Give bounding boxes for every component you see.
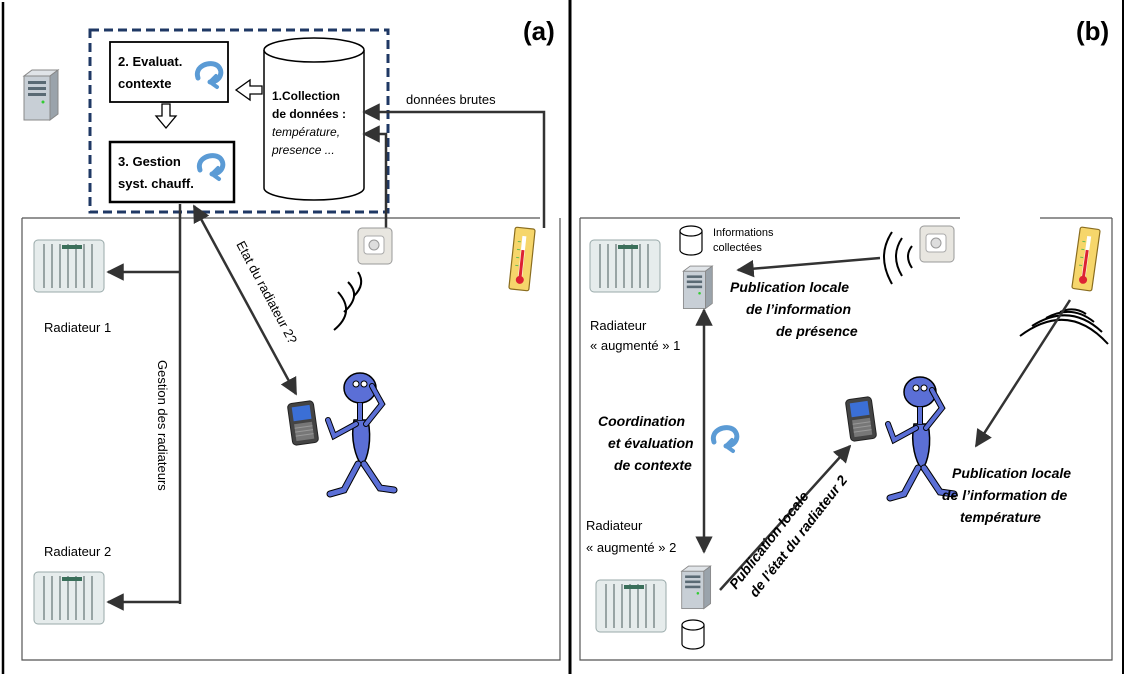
presence-publication-arrow — [736, 256, 881, 278]
embedded-server-icon — [682, 265, 713, 309]
sensor-wireless-waves-icon — [883, 231, 913, 285]
radiator-2-label: Radiateur 2 — [44, 544, 111, 559]
radiator-1-icon — [33, 239, 105, 293]
db-line4: presence ... — [271, 143, 335, 157]
database-icon — [679, 225, 703, 256]
state-query-label: Etat du radiateur 2? — [233, 238, 300, 346]
person-icon — [328, 373, 394, 494]
open-arrow-eval-to-mgmt — [154, 103, 178, 130]
heating-mgmt-line1: 3. Gestion — [118, 154, 181, 169]
smartphone-icon — [286, 399, 320, 447]
person-icon — [888, 377, 954, 498]
temp-pub-line3: température — [960, 509, 1041, 525]
coordination-line2: et évaluation — [608, 435, 694, 451]
heating-mgmt-line2: syst. chauff. — [118, 176, 194, 191]
collected-info-line2: collectées — [713, 242, 762, 254]
data-collection-database: 1.Collection de données : température, p… — [263, 37, 365, 201]
aug-radiator-1-line2: « augmenté » 1 — [590, 338, 680, 353]
database-icon — [681, 619, 705, 650]
thermometer-icon — [506, 225, 538, 293]
system-dashed-box — [88, 28, 390, 214]
radiator-1-icon — [589, 239, 661, 293]
temp-pub-line1: Publication locale — [952, 465, 1071, 481]
coordination-line3: de contexte — [614, 457, 692, 473]
radiator-2-icon — [33, 571, 105, 625]
aug-radiator-1-line1: Radiateur — [590, 318, 647, 333]
presence-pub-line3: de présence — [776, 323, 858, 339]
presence-pub-line2: de l’information — [746, 301, 851, 317]
db-line2: de données : — [272, 107, 346, 121]
temperature-publication-arrow — [974, 299, 1072, 448]
db-line3: température, — [272, 125, 340, 139]
sensor-wireless-waves-icon — [333, 271, 363, 331]
panel-b: (b) Informations collectées Radiateur « … — [579, 16, 1113, 661]
context-eval-line1: 2. Evaluat. — [118, 54, 182, 69]
presence-sensor-icon — [357, 227, 393, 265]
server-icon — [23, 69, 59, 121]
coordination-line1: Coordination — [598, 413, 685, 429]
context-eval-line2: contexte — [118, 76, 171, 91]
thermo-wireless-waves-icon — [1019, 308, 1109, 345]
panel-a-label: (a) — [523, 16, 555, 46]
panel-b-label: (b) — [1076, 16, 1109, 46]
context-evaluation-box — [109, 41, 229, 103]
state-query-arrow — [192, 204, 298, 396]
aug-radiator-2-line2: « augmenté » 2 — [586, 540, 676, 555]
curl-arrow-icon — [713, 428, 736, 451]
panel-a: (a) 2. Evaluat. contexte 3. Gestion syst… — [21, 16, 561, 661]
raw-data-arrow-thermo — [362, 103, 546, 228]
radiator-2-icon — [595, 579, 667, 633]
state-publication-arrow — [719, 444, 852, 591]
room-b-walls — [579, 218, 1113, 661]
aug-radiator-2-line1: Radiateur — [586, 518, 643, 533]
room-a-walls — [21, 218, 561, 661]
raw-data-arrow-sensor — [362, 125, 388, 228]
thermometer-icon — [1069, 224, 1103, 294]
radiator-1-label: Radiateur 1 — [44, 320, 111, 335]
smartphone-icon — [844, 395, 878, 443]
raw-data-label: données brutes — [406, 92, 496, 107]
embedded-server-icon — [681, 565, 712, 610]
presence-sensor-icon — [919, 225, 955, 263]
open-arrow-db-to-eval — [234, 78, 263, 102]
temp-pub-line2: de l’information de — [942, 487, 1067, 503]
db-line1: 1.Collection — [272, 89, 340, 103]
radiator-mgmt-label: Gestion des radiateurs — [155, 360, 170, 491]
collected-info-line1: Informations — [713, 227, 774, 239]
presence-pub-line1: Publication locale — [730, 279, 849, 295]
